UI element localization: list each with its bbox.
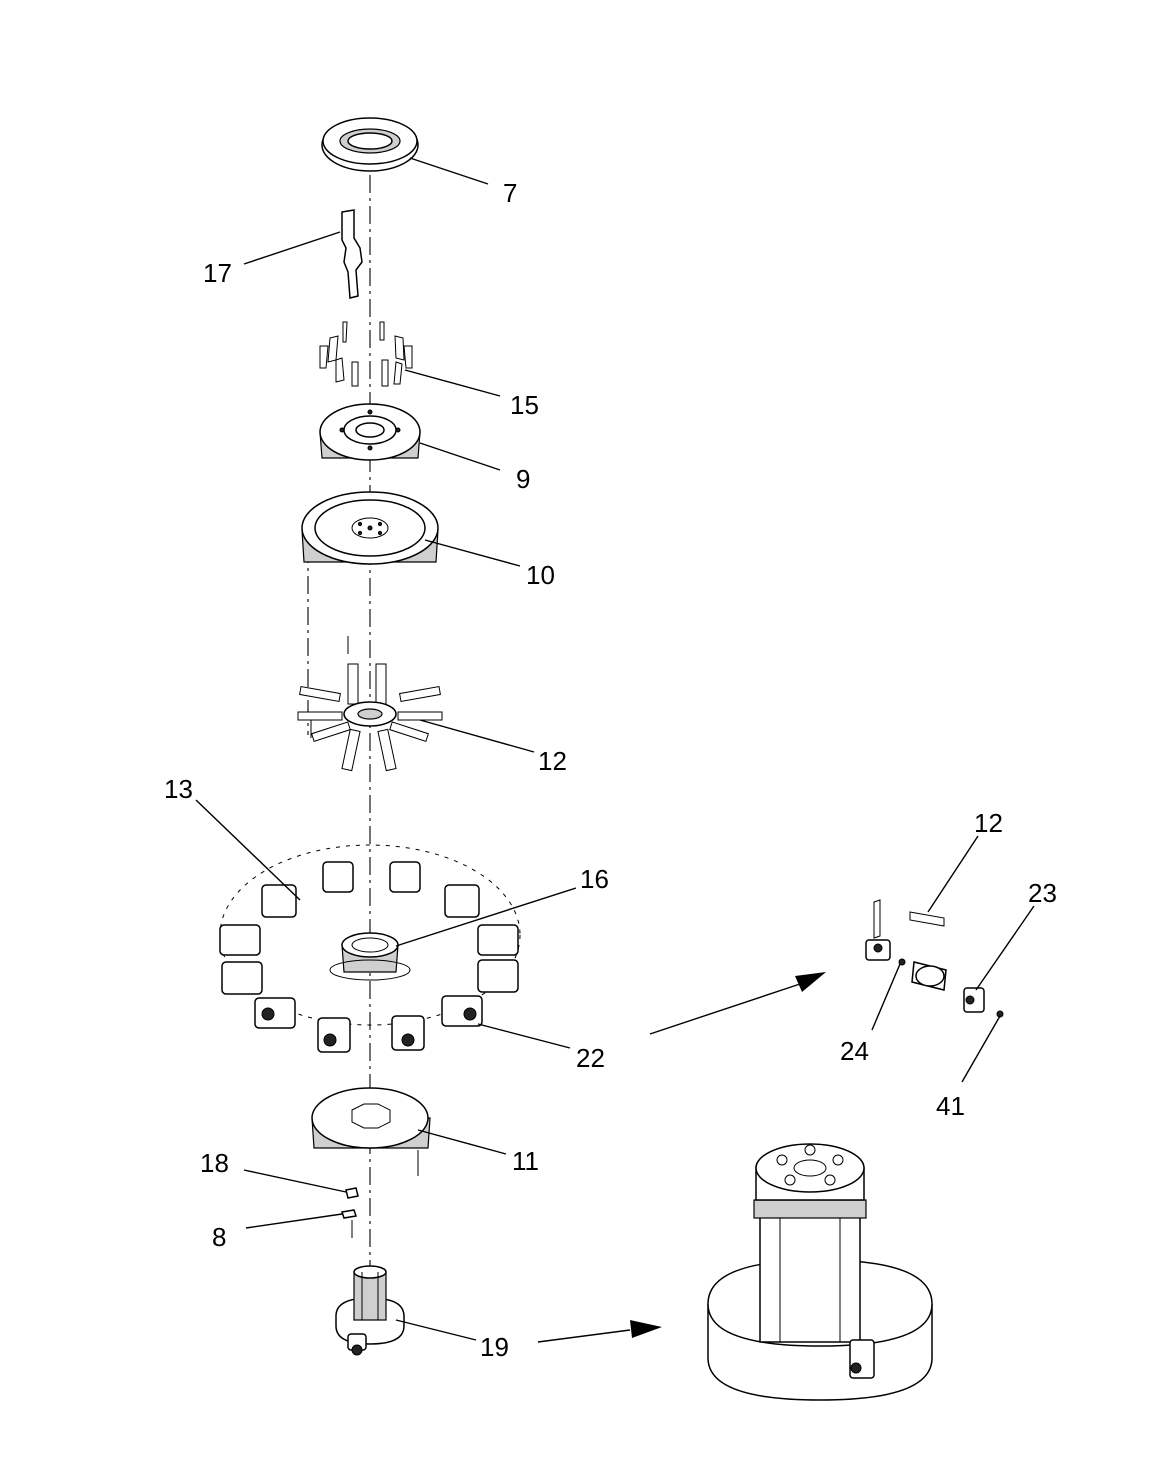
- detail-base-enlarged: [707, 1143, 933, 1401]
- part-18-fitting: [345, 1187, 359, 1199]
- part-17-bracket: [341, 209, 363, 299]
- callout-12: 12: [538, 746, 567, 776]
- callout-24: 24: [840, 1036, 869, 1066]
- callout-19: 19: [480, 1332, 509, 1362]
- part-9-rotor-plate: [319, 403, 421, 461]
- part-11-base-plate: [311, 1087, 431, 1176]
- part-15-blades: [319, 321, 413, 387]
- part-19-shaft-base: [335, 1265, 405, 1356]
- callout-17: 17: [203, 258, 232, 288]
- callout-22: 22: [576, 1043, 605, 1073]
- callout-9: 9: [516, 464, 530, 494]
- callout-16: 16: [580, 864, 609, 894]
- callout-10: 10: [526, 560, 555, 590]
- callout-23: 23: [1028, 878, 1057, 908]
- cylinder-units: [219, 861, 519, 1053]
- part-12-spokes: [297, 636, 443, 772]
- callout-13: 13: [164, 774, 193, 804]
- callout-15: 15: [510, 390, 539, 420]
- callout-18: 18: [200, 1148, 229, 1178]
- callout-11: 11: [512, 1146, 539, 1176]
- part-16-hub: [329, 932, 411, 981]
- part-13-16-22-cylinder-assembly: [219, 844, 521, 1053]
- arrow-head-right-upper: [795, 972, 826, 992]
- callout-8: 8: [212, 1222, 226, 1252]
- center-axes: [307, 175, 371, 1290]
- callout-41: 41: [936, 1091, 965, 1121]
- part-8-fitting: [341, 1209, 357, 1238]
- detail-cylinder-unit: [865, 899, 1004, 1018]
- arrows: [537, 972, 826, 1343]
- callout-labels: 7 17 15 9 10 12 13 16 22 11 18 8 19 12 2…: [164, 178, 1057, 1362]
- leader-lines: [195, 157, 1035, 1341]
- part-10-disc: [301, 491, 439, 565]
- callout-7: 7: [503, 178, 517, 208]
- arrow-head-right-lower: [630, 1320, 662, 1338]
- callout-12-detail: 12: [974, 808, 1003, 838]
- part-7-seal-ring: [321, 117, 419, 172]
